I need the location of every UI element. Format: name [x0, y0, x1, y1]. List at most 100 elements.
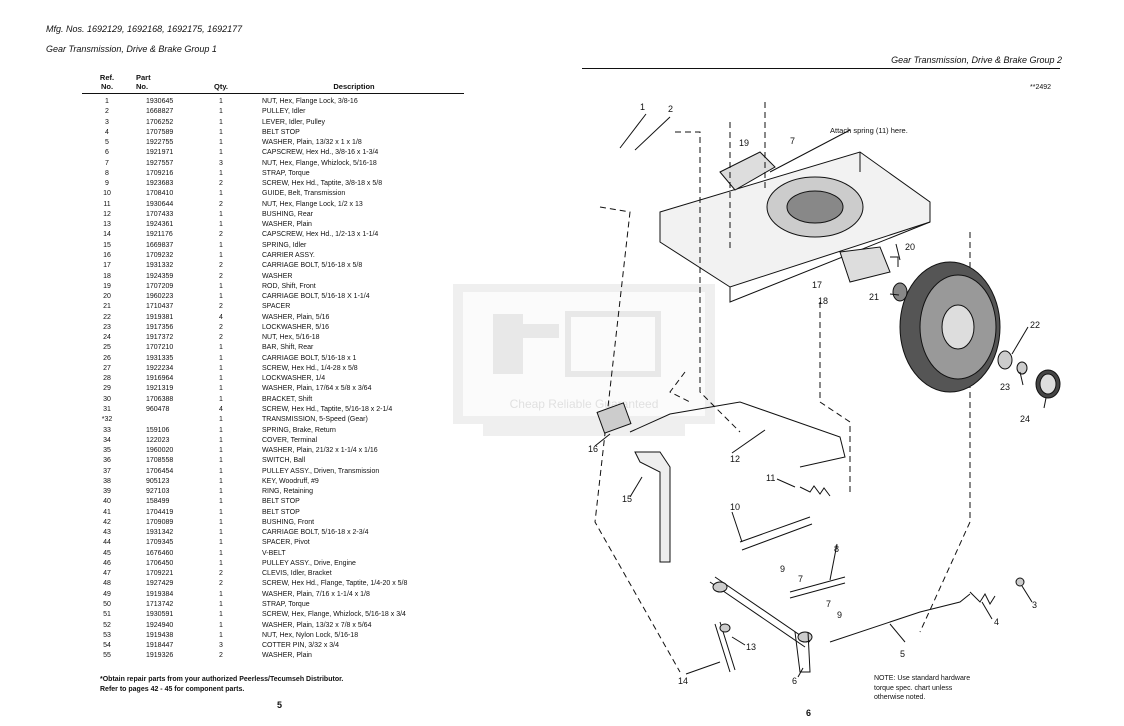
- callout-7c: 7: [826, 599, 831, 609]
- qty-cell: 1: [219, 559, 223, 567]
- note-line-2: torque spec. chart unless: [874, 684, 953, 692]
- qty-cell: 2: [219, 580, 223, 588]
- qty-cell: 1: [219, 210, 223, 218]
- ref-cell: 28: [103, 375, 111, 383]
- drawing-code: **2492: [1030, 84, 1052, 91]
- qty-cell: 1: [219, 385, 223, 393]
- qty-cell: 1: [219, 221, 223, 229]
- footnote-line-1: *Obtain repair parts from your authorize…: [100, 676, 344, 683]
- part-number-cell: 1709089: [146, 518, 174, 526]
- ref-cell: 7: [105, 159, 109, 167]
- exploded-diagram: 1 2 19 7 20 17 18 21 22 23 24 16 12 11 1…: [588, 102, 1061, 686]
- part-number-cell: 1921176: [146, 231, 173, 239]
- callout-21: 21: [869, 292, 879, 302]
- qty-cell: 1: [219, 251, 223, 259]
- ref-cell: 23: [103, 323, 111, 331]
- description-cell: TRANSMISSION, 5-Speed (Gear): [262, 416, 368, 424]
- ref-cell: 47: [103, 570, 111, 578]
- qty-cell: 1: [219, 611, 223, 619]
- part-number-cell: 1706388: [146, 395, 174, 403]
- part-number-cell: 1919384: [146, 590, 174, 598]
- description-cell: BUSHING, Rear: [262, 210, 313, 218]
- qty-cell: 2: [219, 652, 223, 660]
- part-number-cell: 1709216: [146, 169, 174, 177]
- ref-cell: 4: [105, 128, 109, 136]
- part-number-cell: 1919438: [146, 631, 174, 639]
- description-cell: PULLEY ASSY., Driven, Transmission: [262, 467, 380, 475]
- part-number-cell: 1960223: [146, 293, 174, 301]
- description-cell: WASHER, Plain, 13/32 x 7/8 x 5/64: [262, 621, 372, 629]
- part-number-cell: 122023: [146, 436, 170, 444]
- ref-cell: 35: [103, 447, 111, 455]
- attach-spring-callout: Attach spring (11) here.: [830, 126, 908, 135]
- part-number-cell: 1709221: [146, 570, 174, 578]
- part-number-cell: 1707209: [146, 282, 174, 290]
- qty-cell: 1: [219, 447, 223, 455]
- qty-cell: 2: [219, 231, 223, 239]
- ref-cell: 26: [103, 354, 111, 362]
- qty-cell: 1: [219, 149, 223, 157]
- callout-14: 14: [678, 676, 688, 686]
- watermark-logo: Cheap Reliable Guaranteed: [453, 284, 715, 436]
- ref-cell: 10: [103, 190, 111, 198]
- callout-16: 16: [588, 444, 598, 454]
- description-cell: KEY, Woodruff, #9: [262, 477, 319, 485]
- description-cell: ROD, Shift, Front: [262, 282, 316, 290]
- qty-cell: 3: [219, 642, 223, 650]
- qty-cell: 1: [219, 190, 223, 198]
- part-number-cell: 158499: [146, 498, 170, 506]
- qty-cell: 2: [219, 570, 223, 578]
- ref-cell: 27: [103, 364, 111, 372]
- ref-cell: 18: [103, 272, 111, 280]
- qty-cell: 1: [219, 118, 223, 126]
- callout-22: 22: [1030, 320, 1040, 330]
- ref-cell: 21: [103, 303, 111, 311]
- part-number-cell: 1706454: [146, 467, 174, 475]
- ref-cell: 3: [105, 118, 109, 126]
- callout-9b: 9: [837, 610, 842, 620]
- description-cell: LEVER, Idler, Pulley: [262, 118, 326, 126]
- description-cell: CARRIAGE BOLT, 5/16-18 x 1: [262, 354, 357, 362]
- description-cell: NUT, Hex, Flange Lock, 1/2 x 13: [262, 200, 363, 208]
- part-number-cell: 1707433: [146, 210, 174, 218]
- part-number-cell: 1922755: [146, 139, 174, 147]
- ref-cell: 20: [103, 293, 111, 301]
- ref-cell: 52: [103, 621, 111, 629]
- qty-cell: 1: [219, 621, 223, 629]
- part-number-cell: 1921971: [146, 149, 174, 157]
- description-cell: COTTER PIN, 3/32 x 3/4: [262, 642, 340, 650]
- ref-cell: 48: [103, 580, 111, 588]
- ref-cell: 31: [103, 405, 111, 413]
- description-cell: CARRIAGE BOLT, 5/16-18 X 1-1/4: [262, 293, 370, 301]
- qty-cell: 1: [219, 529, 223, 537]
- callout-5: 5: [900, 649, 905, 659]
- description-cell: NUT, Hex, Nylon Lock, 5/16-18: [262, 631, 359, 639]
- qty-cell: 2: [219, 334, 223, 342]
- qty-cell: 4: [219, 313, 223, 321]
- part-number-cell: 1924359: [146, 272, 174, 280]
- part-number-cell: 1930644: [146, 200, 174, 208]
- callout-24: 24: [1020, 414, 1030, 424]
- part-number-cell: 1919326: [146, 652, 174, 660]
- ref-cell: 25: [103, 344, 111, 352]
- ref-cell: 45: [103, 549, 111, 557]
- part-number-cell: 1923683: [146, 180, 174, 188]
- qty-cell: 1: [219, 241, 223, 249]
- part-number-cell: [132, 415, 198, 425]
- header-qty: Qty.: [213, 82, 229, 91]
- callout-3: 3: [1032, 600, 1037, 610]
